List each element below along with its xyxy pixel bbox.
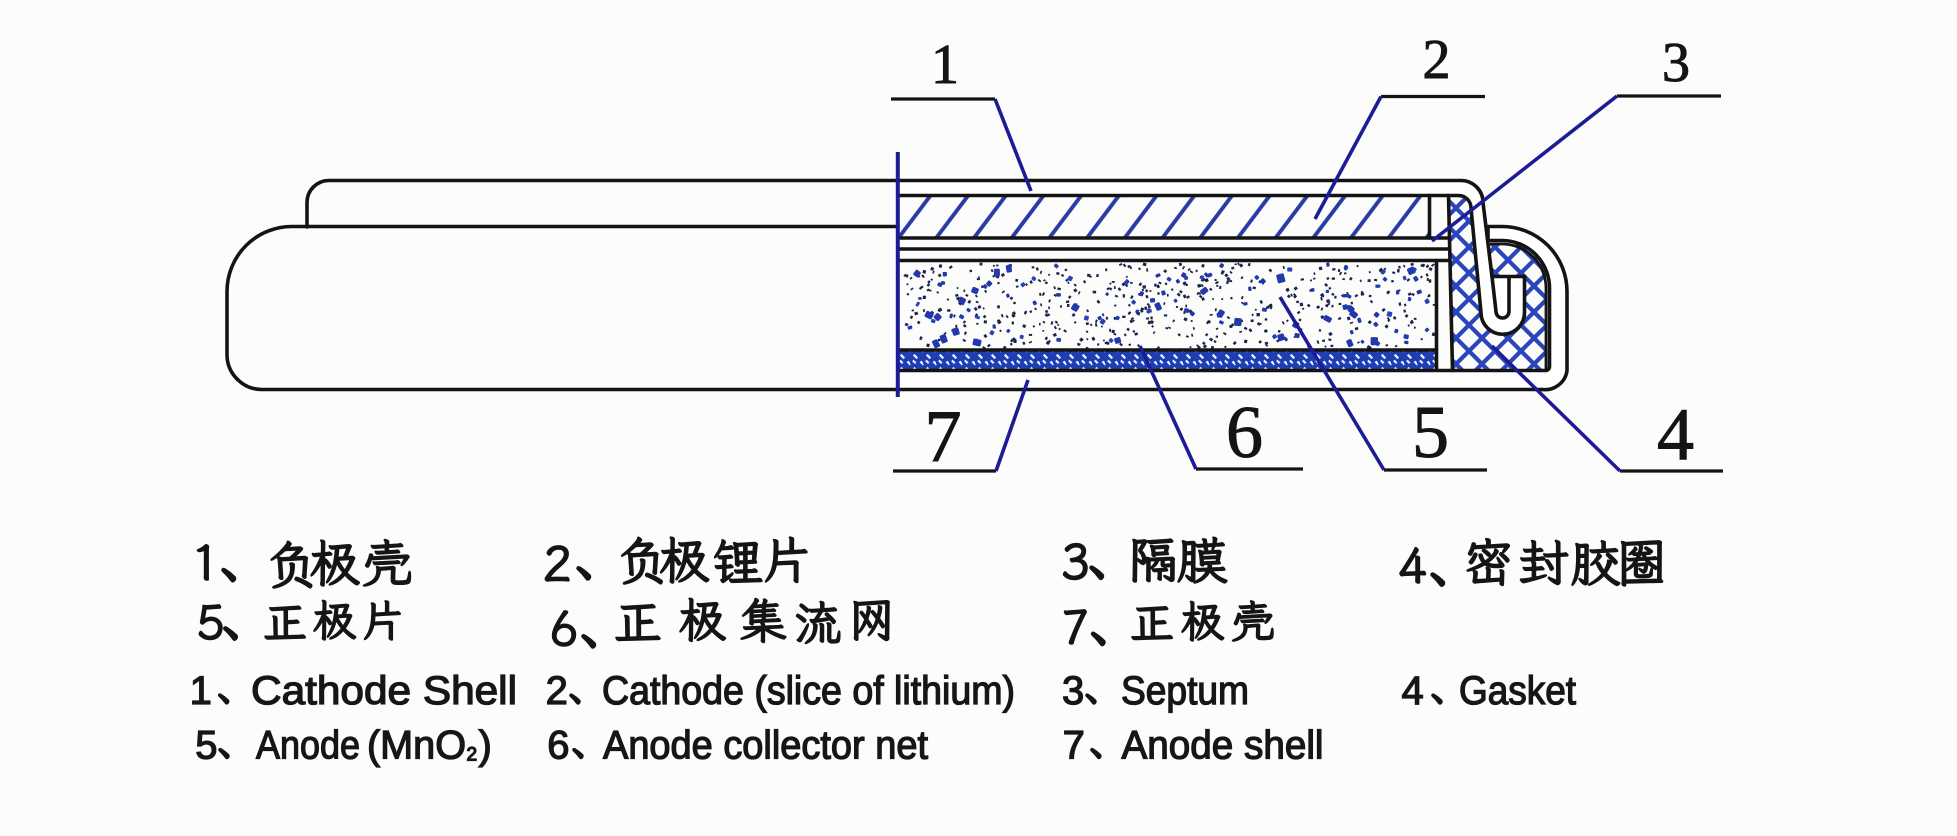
- svg-text:Septum: Septum: [1121, 669, 1249, 713]
- svg-text:2: 2: [1423, 29, 1451, 91]
- svg-text:Anode collector net: Anode collector net: [603, 724, 928, 768]
- svg-text:Cathode Shell: Cathode Shell: [251, 669, 517, 713]
- svg-text:4: 4: [1402, 669, 1424, 713]
- svg-text:3: 3: [1062, 669, 1084, 713]
- svg-text:Anode shell: Anode shell: [1122, 724, 1324, 768]
- svg-text:7: 7: [925, 396, 962, 478]
- svg-text:5: 5: [195, 724, 217, 768]
- svg-text:2: 2: [546, 669, 568, 713]
- svg-text:1: 1: [931, 34, 959, 96]
- svg-text:): ): [479, 724, 492, 768]
- svg-text:Cathode (slice of lithium): Cathode (slice of lithium): [602, 669, 1015, 713]
- svg-text:6: 6: [547, 724, 569, 768]
- svg-text:5: 5: [1412, 392, 1449, 474]
- svg-text:4: 4: [1657, 394, 1694, 476]
- svg-text:3: 3: [1662, 32, 1690, 94]
- svg-text:Anode: Anode: [256, 724, 360, 768]
- svg-text:6: 6: [1226, 392, 1263, 474]
- svg-text:7: 7: [1063, 724, 1085, 768]
- svg-text:(MnO: (MnO: [367, 724, 466, 768]
- svg-text:2: 2: [467, 745, 478, 766]
- svg-text:1: 1: [190, 669, 212, 713]
- svg-text:Gasket: Gasket: [1459, 669, 1576, 713]
